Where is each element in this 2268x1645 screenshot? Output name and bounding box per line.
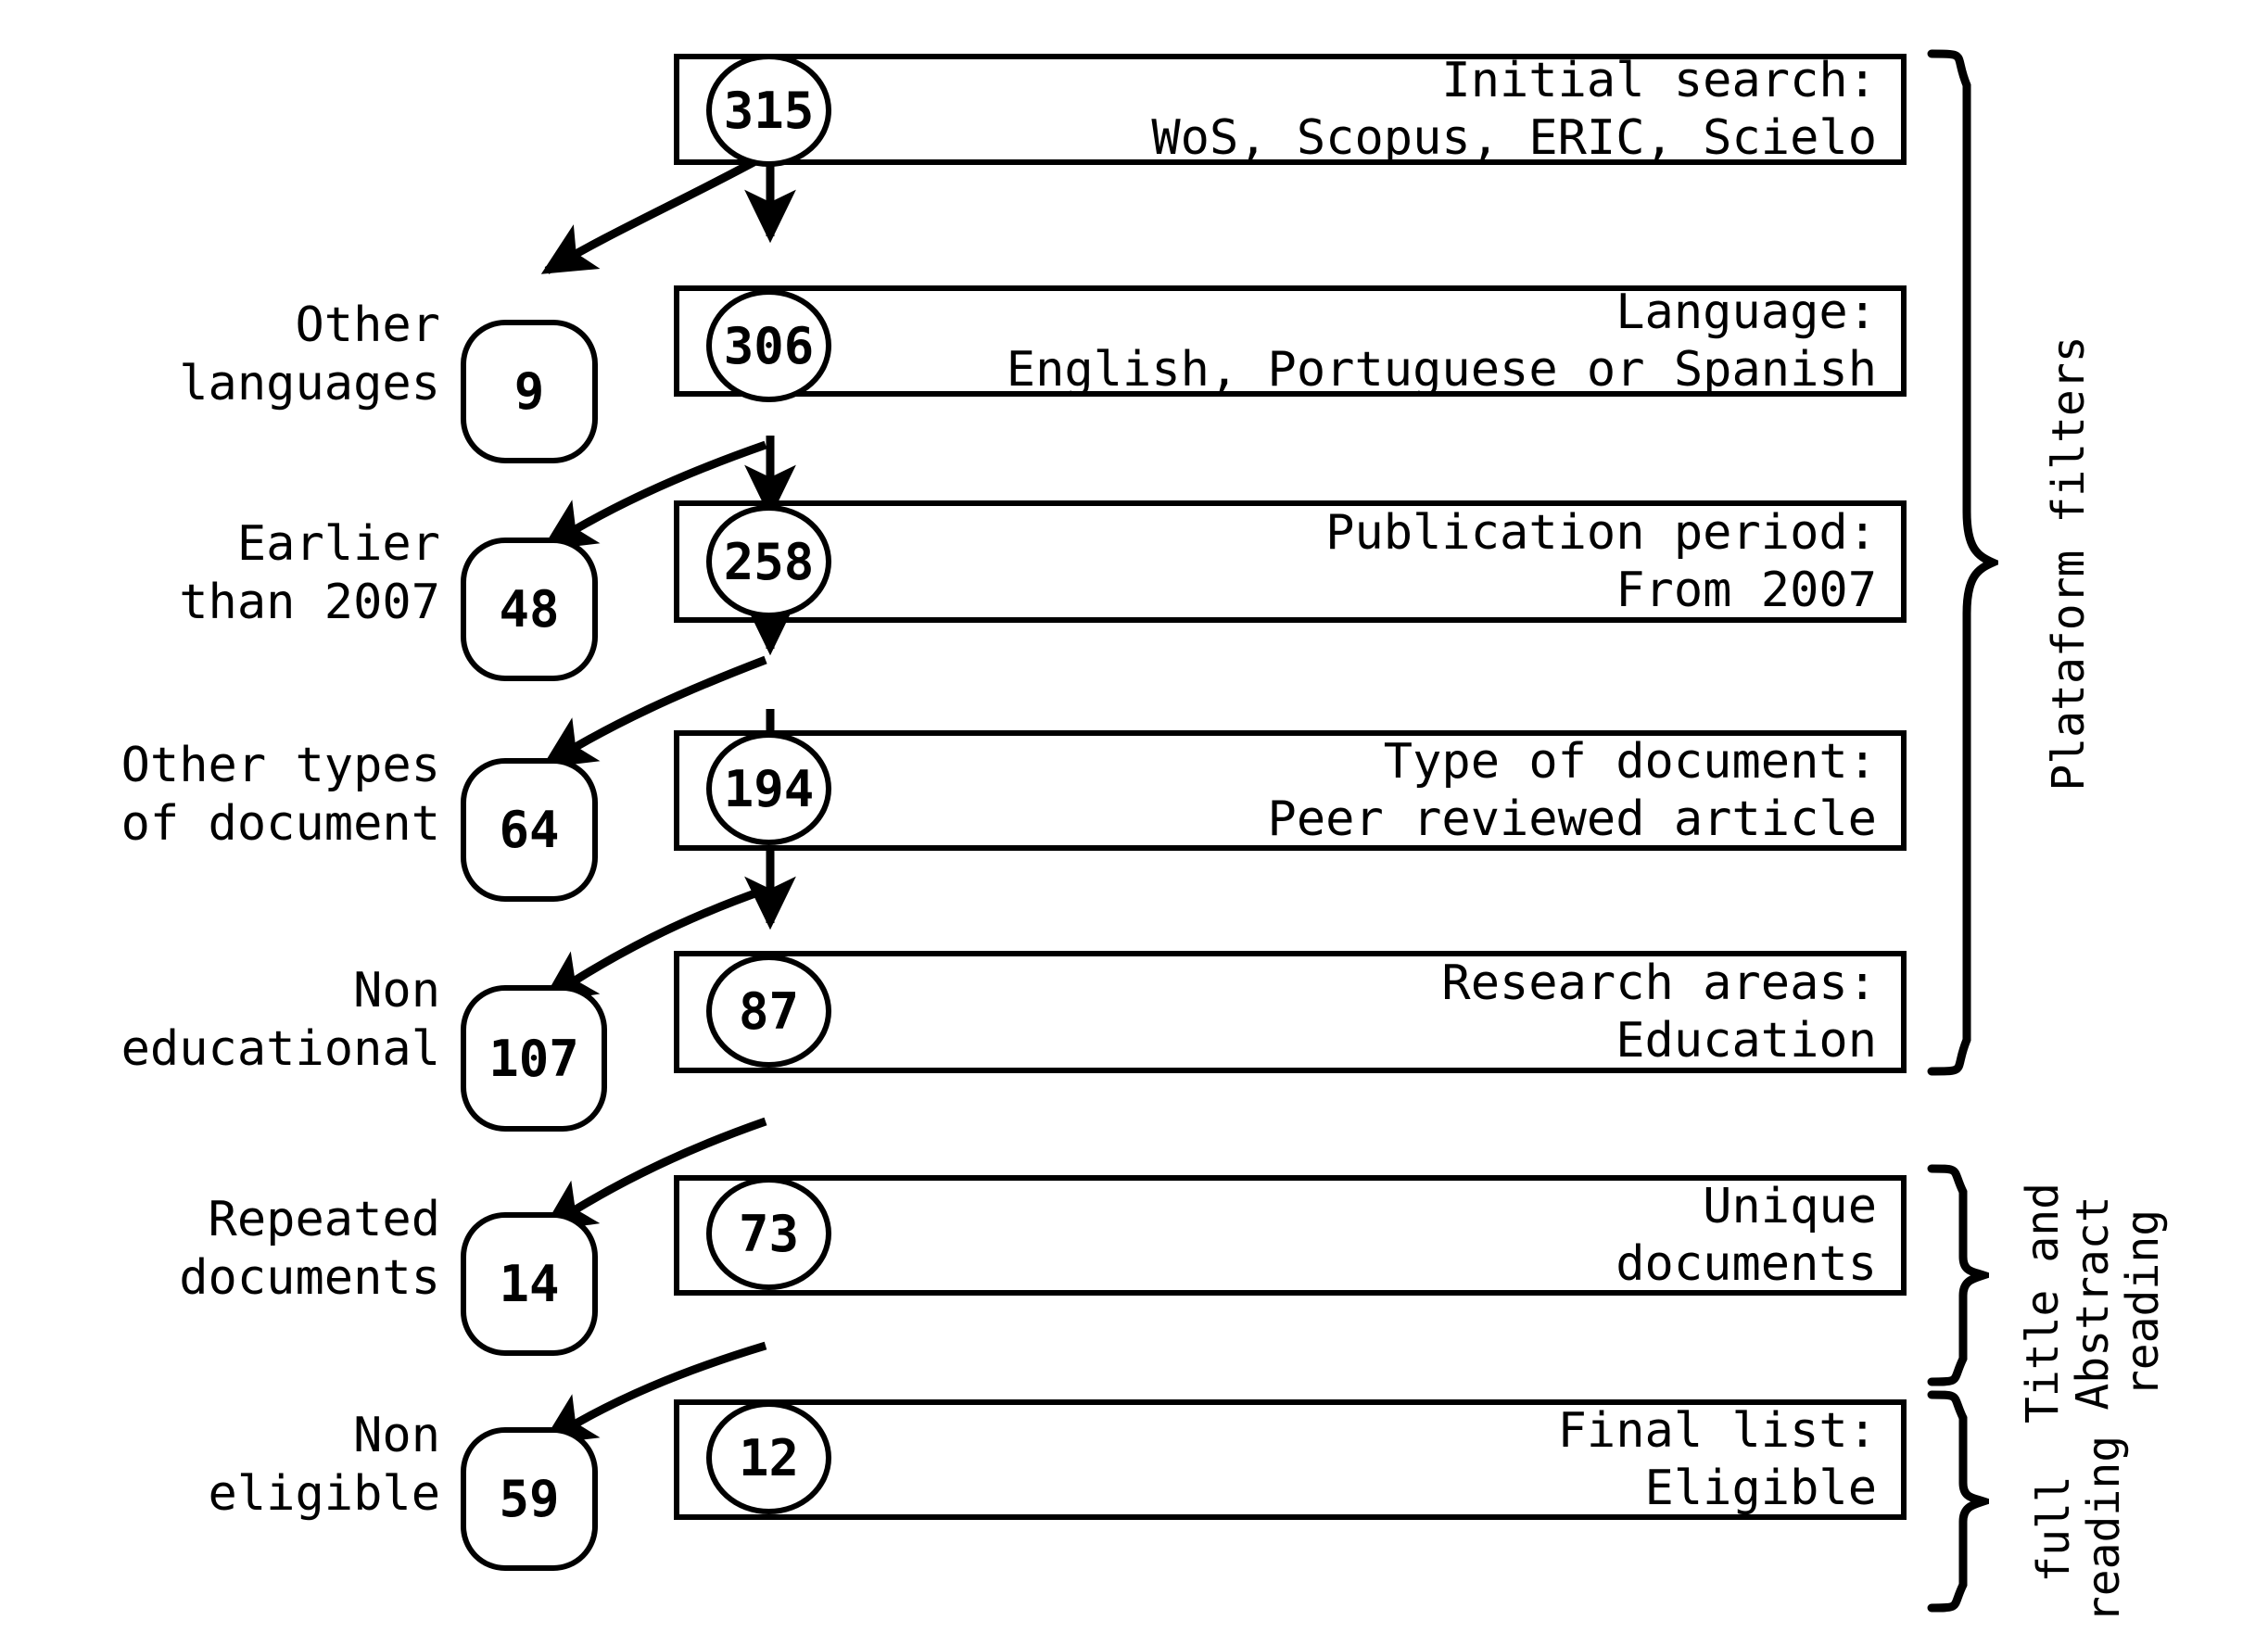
exclusion-label-non-educational: Non educational <box>120 963 440 1078</box>
brace-full-reading <box>1927 1390 1989 1613</box>
stage-count-type-of-document: 194 <box>706 732 831 845</box>
arrow-exclude-1 <box>540 152 768 274</box>
exclusion-count-other-types-of-document: 64 <box>461 758 598 902</box>
stage-box-initial-search[interactable]: Initial search: WoS, Scopus, ERIC, Sciel… <box>674 52 1907 166</box>
stage-box-unique-documents[interactable]: Unique documents <box>674 1175 1907 1296</box>
stage-box-label: Type of document: Peer reviewed article <box>1267 733 1877 847</box>
stage-count-initial-search: 315 <box>706 54 831 167</box>
phase-label-full-reading: full reading <box>2028 1435 2130 1624</box>
stage-box-final-list[interactable]: Final list: Eligible <box>674 1399 1907 1520</box>
stage-count-language: 306 <box>706 289 831 402</box>
stage-box-label: Publication period: From 2007 <box>1325 504 1877 618</box>
brace-platform-filters <box>1927 49 1998 1076</box>
brace-title-abstract-reading <box>1927 1164 1989 1386</box>
exclusion-count-non-eligible: 59 <box>461 1427 598 1571</box>
stage-count-research-areas: 87 <box>706 955 831 1068</box>
exclusion-count-non-educational: 107 <box>461 985 607 1132</box>
exclusion-label-other-types-of-document: Other types of document <box>120 738 440 853</box>
exclusion-count-other-languages: 9 <box>461 320 598 463</box>
stage-box-label: Language: English, Portuguese or Spanish <box>1006 284 1877 398</box>
stage-box-language[interactable]: Language: English, Portuguese or Spanish <box>674 284 1907 398</box>
exclusion-count-earlier-than-2007: 48 <box>461 538 598 681</box>
stage-box-label: Unique documents <box>1615 1178 1877 1292</box>
exclusion-label-non-eligible: Non eligible <box>208 1408 440 1523</box>
exclusion-label-earlier-than-2007: Earlier than 2007 <box>179 516 440 631</box>
stage-count-publication-period-circle: 258 <box>706 505 831 618</box>
stage-box-label: Research areas: Education <box>1441 955 1877 1069</box>
stage-box-type-of-document[interactable]: Type of document: Peer reviewed article <box>674 730 1907 851</box>
stage-count-unique-documents: 73 <box>706 1177 831 1290</box>
stage-box-publication-period[interactable]: Publication period: From 2007 <box>674 500 1907 623</box>
exclusion-label-repeated-documents: Repeated documents <box>179 1192 440 1307</box>
stage-count-final-list: 12 <box>706 1401 831 1514</box>
stage-box-label: Final list: Eligible <box>1557 1402 1877 1516</box>
exclusion-label-other-languages: Other languages <box>179 297 440 412</box>
stage-box-label: Initial search: WoS, Scopus, ERIC, Sciel… <box>1151 52 1877 166</box>
stage-box-research-areas[interactable]: Research areas: Education <box>674 951 1907 1073</box>
exclusion-count-repeated-documents: 14 <box>461 1212 598 1356</box>
phase-label-platform-filters: Plataform filters <box>2043 335 2095 791</box>
